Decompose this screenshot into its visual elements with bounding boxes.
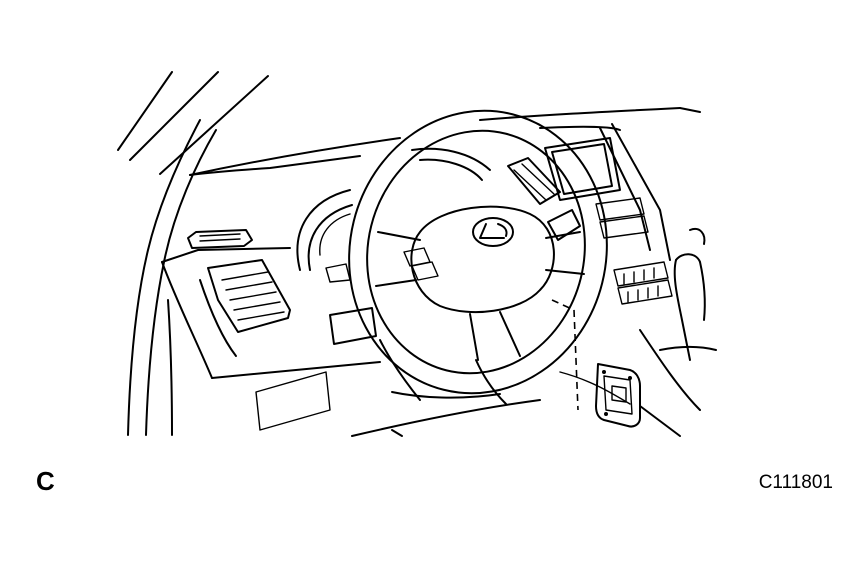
- figure-code: C111801: [758, 472, 833, 493]
- steering-wheel: [348, 109, 608, 395]
- steering-column: [379, 339, 507, 405]
- view-label: C: [36, 466, 55, 496]
- a-pillar: [127, 119, 217, 436]
- dashboard-left-panel: [161, 247, 381, 431]
- dashboard-top: [189, 107, 701, 176]
- center-console: [544, 123, 706, 411]
- lexus-emblem-icon: [472, 217, 514, 247]
- side-air-vent: [187, 229, 291, 333]
- gear-shift: [659, 253, 717, 361]
- removed-cover-panel: [551, 299, 641, 428]
- instrument-cluster: [296, 147, 491, 283]
- windshield-hatch-lines: [117, 71, 269, 175]
- lower-dashboard: [329, 307, 681, 437]
